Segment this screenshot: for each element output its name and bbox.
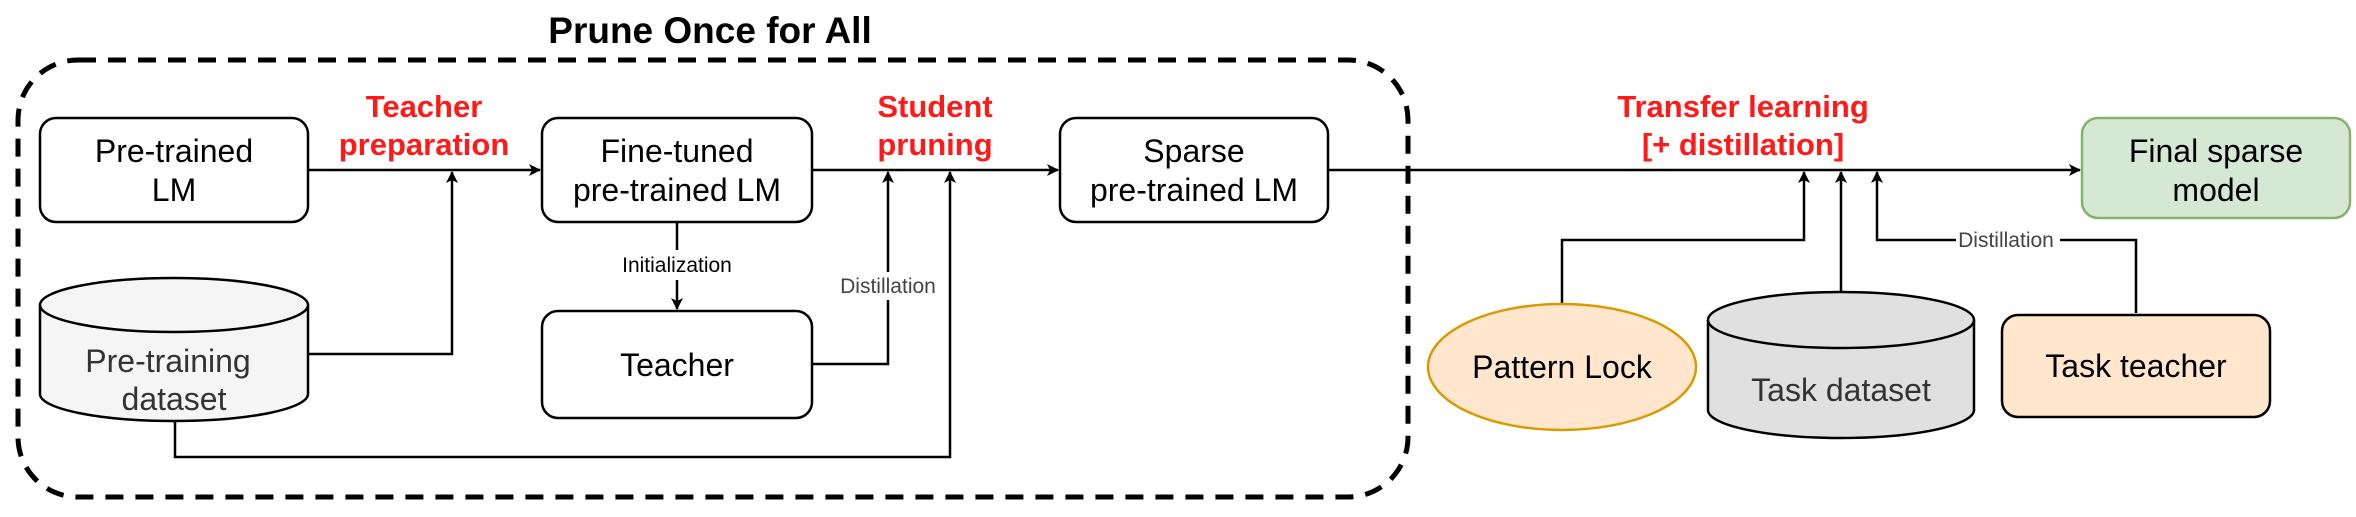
task-distillation-label: Distillation <box>1958 229 2054 252</box>
node-finetuned-lm: Fine-tuned pre-trained LM <box>540 116 814 224</box>
pretrained-lm-label-line1: Pre-trained <box>95 133 253 169</box>
stage-student-pruning-line2: pruning <box>877 127 992 162</box>
node-final-sparse-model: Final sparse model <box>2080 116 2352 220</box>
edge-teacher-distillation <box>812 171 894 366</box>
finetuned-lm-label-line2: pre-trained LM <box>573 172 781 208</box>
stage-transfer-learning-line2: [+ distillation] <box>1642 127 1844 162</box>
node-task-teacher: Task teacher <box>2000 313 2272 419</box>
task-teacher-label: Task teacher <box>2045 348 2227 384</box>
pretraining-dataset-label-line1: Pre-training <box>85 343 250 379</box>
student-distillation-label: Distillation <box>840 275 936 298</box>
teacher-label: Teacher <box>620 347 734 383</box>
final-model-label-line2: model <box>2172 172 2259 208</box>
node-teacher: Teacher <box>540 309 814 420</box>
pattern-lock-label: Pattern Lock <box>1472 349 1653 385</box>
stage-transfer-learning-line1: Transfer learning <box>1617 89 1869 124</box>
node-pretrained-lm: Pre-trained LM <box>38 116 310 224</box>
node-pattern-lock: Pattern Lock <box>1426 302 1698 432</box>
sparse-lm-label-line1: Sparse <box>1143 133 1244 169</box>
pretraining-dataset-label-line2: dataset <box>122 381 227 417</box>
node-sparse-lm: Sparse pre-trained LM <box>1058 116 1330 224</box>
diagram-title: Prune Once for All <box>548 10 871 51</box>
sparse-lm-label-line2: pre-trained LM <box>1090 172 1298 208</box>
stage-student-pruning-line1: Student <box>877 89 992 124</box>
pretrained-lm-label-line2: LM <box>152 172 196 208</box>
final-model-label-line1: Final sparse <box>2129 133 2303 169</box>
edge-pattern-lock-to-transfer <box>1560 171 1810 304</box>
task-dataset-label: Task dataset <box>1751 372 1931 408</box>
node-pretraining-dataset: Pre-training dataset <box>38 276 310 423</box>
prune-once-group-border <box>15 57 1411 500</box>
node-task-dataset: Task dataset <box>1706 290 1976 440</box>
edge-dataset-to-teacher-prep <box>308 171 458 356</box>
stage-teacher-preparation-line1: Teacher <box>366 89 483 124</box>
finetuned-lm-label-line1: Fine-tuned <box>601 133 754 169</box>
edge-dataset-to-student-pruning <box>173 171 956 459</box>
initialization-label: Initialization <box>622 254 732 277</box>
stage-teacher-preparation-line2: preparation <box>339 127 510 162</box>
